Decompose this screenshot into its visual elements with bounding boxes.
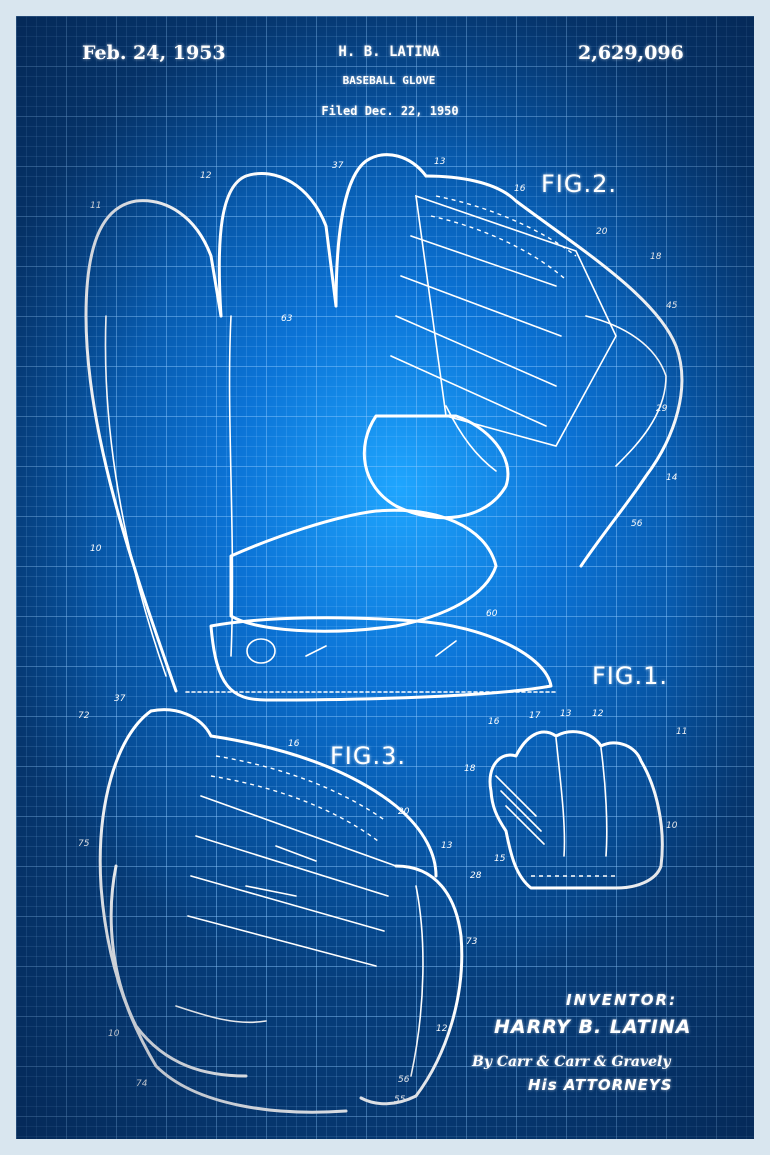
fig2-label: FIG.2.: [541, 170, 618, 198]
inventor-heading: H. B. LATINA: [338, 44, 440, 60]
inventor-name: HARRY B. LATINA: [494, 1016, 692, 1038]
patent-date: Feb. 24, 1953: [82, 42, 226, 64]
fig3-label: FIG.3.: [330, 742, 407, 770]
blueprint-poster: 11 12 37 13 16 20 18 45 63 29 14 56 10 6…: [16, 16, 754, 1139]
filed-date: Filed Dec. 22, 1950: [321, 104, 459, 118]
fig1-label: FIG.1.: [592, 662, 669, 690]
attorneys-label: His ATTORNEYS: [528, 1076, 673, 1094]
patent-number: 2,629,096: [578, 42, 684, 64]
attorney-signature: By Carr & Carr & Gravely: [472, 1054, 671, 1070]
inventor-label: INVENTOR:: [566, 991, 678, 1009]
patent-subject: BASEBALL GLOVE: [342, 74, 436, 87]
vignette-overlay: [16, 16, 754, 1139]
